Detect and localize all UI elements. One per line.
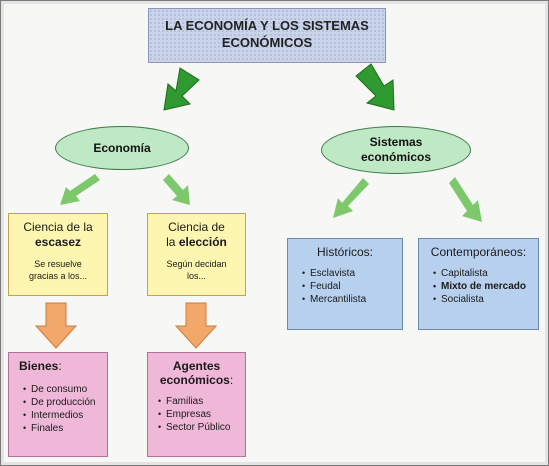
diagram-title: LA ECONOMÍA Y LOS SISTEMAS ECONÓMICOS xyxy=(148,8,386,63)
bienes-box: Bienes: De consumo De producción Interme… xyxy=(8,352,108,457)
sistemas-label-line-1: Sistemas xyxy=(369,135,423,149)
list-item: Familias xyxy=(158,395,245,408)
agentes-box: Agentes económicos: Familias Empresas Se… xyxy=(147,352,246,457)
list-item: Mixto de mercado xyxy=(433,280,538,293)
escasez-box: Ciencia de la escasez Se resuelve gracia… xyxy=(8,213,108,296)
list-item: De producción xyxy=(23,396,107,409)
title-line-1: LA ECONOMÍA Y LOS SISTEMAS xyxy=(165,18,369,33)
bienes-heading-colon: : xyxy=(58,359,62,373)
title-line-2: ECONÓMICOS xyxy=(221,35,313,50)
agentes-heading-line-1: Agentes xyxy=(172,359,221,373)
arrow-economia-to-eleccion xyxy=(163,174,190,205)
list-item: Esclavista xyxy=(302,267,402,280)
agentes-list: Familias Empresas Sector Público xyxy=(148,395,245,434)
escasez-sub-line-1: Se resuelve xyxy=(34,259,82,269)
arrow-title-to-economia xyxy=(163,67,200,111)
historicos-heading: Históricos: xyxy=(316,245,373,259)
arrow-title-to-sistemas xyxy=(355,63,395,111)
contemporaneos-list: Capitalista Mixto de mercado Socialista xyxy=(419,267,538,306)
escasez-sub-line-2: gracias a los... xyxy=(28,271,88,281)
contemporaneos-box: Contemporáneos: Capitalista Mixto de mer… xyxy=(418,238,539,330)
arrow-sistemas-to-historicos xyxy=(333,178,369,218)
list-item: Empresas xyxy=(158,408,245,421)
economia-label: Economía xyxy=(93,140,151,155)
eleccion-box: Ciencia de la elección Según decidan los… xyxy=(147,213,246,296)
historicos-list: Esclavista Feudal Mercantilista xyxy=(288,267,402,306)
list-item: Socialista xyxy=(433,293,538,306)
eleccion-head-prefix: la xyxy=(166,235,179,249)
eleccion-head-line-2: elección xyxy=(178,235,227,249)
eleccion-sub-line-1: Según decidan xyxy=(166,259,227,269)
bienes-heading: Bienes xyxy=(19,359,59,373)
list-item: Finales xyxy=(23,422,107,435)
historicos-box: Históricos: Esclavista Feudal Mercantili… xyxy=(287,238,403,330)
list-item: Intermedios xyxy=(23,409,107,422)
escasez-head-line-2: escasez xyxy=(34,235,82,249)
sistemas-label-line-2: económicos xyxy=(360,150,432,164)
arrow-escasez-to-bienes xyxy=(34,302,78,349)
eleccion-sub-line-2: los... xyxy=(186,271,206,281)
list-item: Mercantilista xyxy=(302,293,402,306)
escasez-head-line-1: Ciencia de la xyxy=(23,220,93,234)
list-item: De consumo xyxy=(23,383,107,396)
economia-node: Economía xyxy=(55,126,189,170)
eleccion-head-line-1: Ciencia de xyxy=(168,220,225,234)
list-item: Capitalista xyxy=(433,267,538,280)
contemporaneos-heading: Contemporáneos: xyxy=(430,245,527,259)
sistemas-node: Sistemas económicos xyxy=(321,126,471,174)
agentes-heading-colon: : xyxy=(229,373,234,387)
arrow-eleccion-to-agentes xyxy=(174,302,218,349)
arrow-sistemas-to-contemporaneos xyxy=(449,177,482,222)
agentes-heading-line-2: económicos xyxy=(159,373,230,387)
bienes-list: De consumo De producción Intermedios Fin… xyxy=(9,383,107,435)
arrow-economia-to-escasez xyxy=(60,174,100,205)
list-item: Sector Público xyxy=(158,421,245,434)
list-item: Feudal xyxy=(302,280,402,293)
